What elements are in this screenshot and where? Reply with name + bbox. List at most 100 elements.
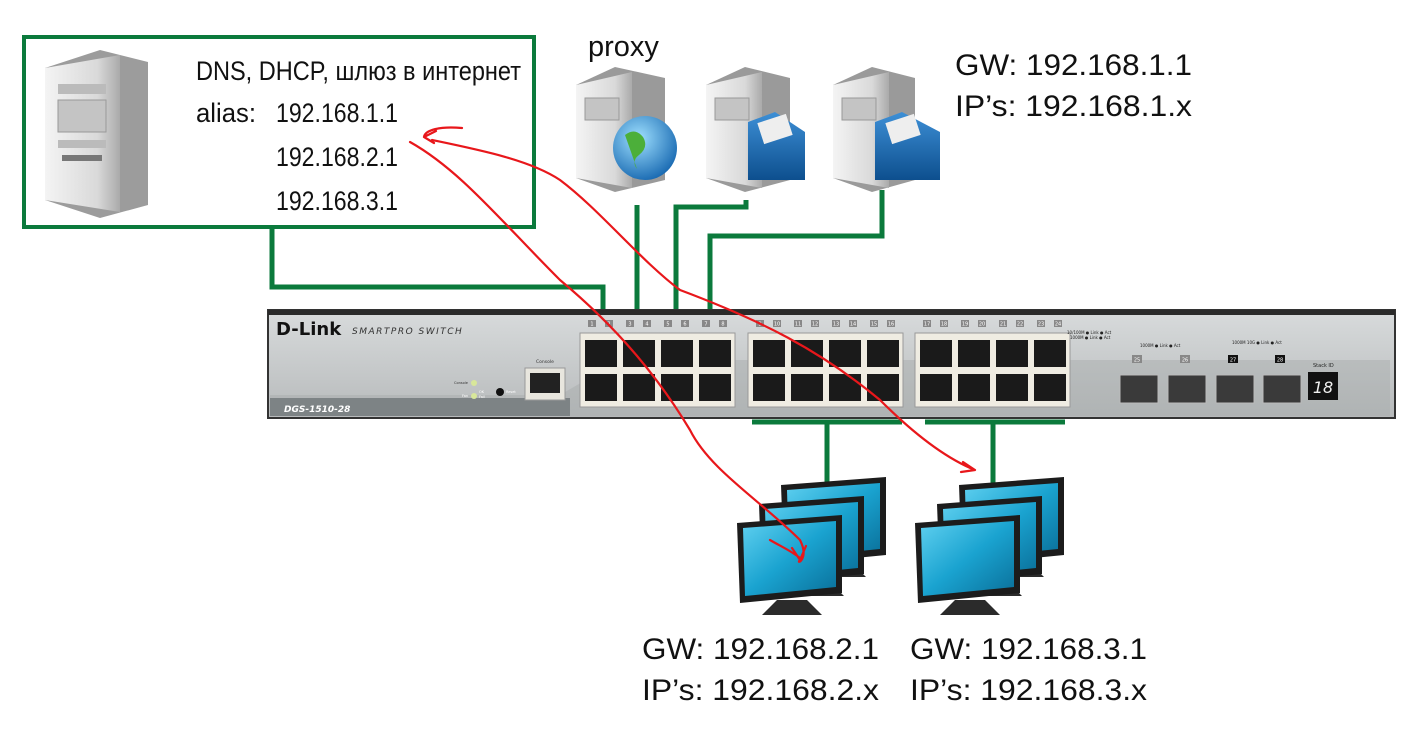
ok-label: OK (479, 390, 485, 394)
server-folder-icon (833, 67, 940, 192)
port-number-badge (849, 320, 857, 327)
server-tower-icon (45, 50, 148, 218)
sfp-number-badge (1228, 355, 1238, 363)
gateway-server-box: DNS, DHCP, шлюз в интернет alias: 192.16… (22, 35, 536, 229)
arrow-route-subnet2 (408, 140, 808, 563)
ethernet-port-5[interactable] (661, 340, 693, 367)
port-number-badge (940, 320, 948, 327)
ethernet-port-22[interactable] (996, 374, 1028, 401)
ethernet-port-11[interactable] (791, 340, 823, 367)
link-server2-switch (673, 200, 749, 348)
port-number-badge (664, 320, 672, 327)
port-number: 18 (941, 322, 947, 328)
sfp-port-26[interactable] (1167, 374, 1207, 404)
subnet2-computers (737, 477, 886, 615)
fail-label: Fail (479, 395, 485, 399)
ethernet-port-24[interactable] (1034, 374, 1066, 401)
port-number-badge (923, 320, 931, 327)
stack-id-display (1308, 372, 1338, 400)
ethernet-port-4[interactable] (623, 374, 655, 401)
ethernet-port-23[interactable] (1034, 340, 1066, 367)
console-port-label: Console (536, 359, 554, 365)
port-number-badge (605, 320, 613, 327)
port-number-badge (870, 320, 878, 327)
ethernet-port-14[interactable] (829, 374, 861, 401)
monitor-icon (737, 515, 842, 615)
port-legend-1: 10/100M ● Link ● Act (1067, 330, 1112, 335)
monitor-icon (915, 515, 1020, 615)
switch-series: SmartPro Switch (352, 327, 463, 337)
subnet2-gw: GW: 192.168.2.1 (642, 633, 879, 666)
arrow-route-subnet3 (430, 138, 977, 474)
port-number: 7 (704, 322, 707, 328)
server-globe-icon (576, 67, 677, 192)
port-number: 5 (666, 322, 669, 328)
switch: D-Link SmartPro Switch DGS-1510-28 Conso… (267, 309, 1396, 419)
ethernet-port-1[interactable] (585, 340, 617, 367)
port-number: 6 (683, 322, 686, 328)
ethernet-port-20[interactable] (958, 374, 990, 401)
port-number: 10 (774, 322, 780, 328)
port-number-badge (719, 320, 727, 327)
ethernet-port-15[interactable] (867, 340, 899, 367)
ethernet-port-21[interactable] (996, 340, 1028, 367)
subnet3-ips: IP’s: 192.168.3.x (910, 674, 1147, 707)
port-number: 11 (795, 322, 801, 328)
ethernet-port-18[interactable] (920, 374, 952, 401)
port-number-badge (1054, 320, 1062, 327)
sfp-port-27[interactable] (1215, 374, 1255, 404)
port-number-badge (887, 320, 895, 327)
port-number-badge (832, 320, 840, 327)
port-legend-2: 1000M ● Link ● Act (1070, 335, 1111, 340)
sfp-number-badge (1180, 355, 1190, 363)
alias-ip-3: 192.168.3.1 (276, 186, 398, 216)
subnet1-gw: GW: 192.168.1.1 (955, 49, 1192, 82)
port-number: 14 (850, 322, 856, 328)
sfp-number-badge (1275, 355, 1285, 363)
sfp-port-28[interactable] (1262, 374, 1302, 404)
stack-id-value: 18 (1313, 378, 1333, 397)
ethernet-port-17[interactable] (920, 340, 952, 367)
port-number-badge (588, 320, 596, 327)
sfp-number: 27 (1230, 358, 1236, 364)
ethernet-port-2[interactable] (585, 374, 617, 401)
port-number-badge (1016, 320, 1024, 327)
alias-ip-2: 192.168.2.1 (276, 142, 398, 172)
subnet1-ips: IP’s: 192.168.1.x (955, 90, 1192, 123)
gateway-box-border (22, 35, 536, 229)
ethernet-port-10[interactable] (753, 374, 785, 401)
red-routing-arrows (408, 126, 977, 563)
ethernet-port-19[interactable] (958, 340, 990, 367)
sfp-number: 25 (1134, 358, 1140, 364)
sfp-port-25[interactable] (1119, 374, 1159, 404)
reset-label: Reset (506, 390, 516, 394)
sfp-legend-1: 1000M ● Link ● Act (1140, 343, 1181, 348)
console-led (471, 380, 477, 386)
port-number: 23 (1038, 322, 1044, 328)
switch-model: DGS-1510-28 (284, 405, 350, 415)
reset-button[interactable] (496, 388, 504, 396)
port-number: 12 (812, 322, 818, 328)
port-number: 13 (833, 322, 839, 328)
ethernet-port-13[interactable] (829, 340, 861, 367)
switch-brand-logo: D-Link (276, 319, 342, 340)
server-folder-icon (706, 67, 805, 192)
ethernet-port-9[interactable] (753, 340, 785, 367)
link-server3-switch (707, 190, 885, 348)
sfp-number: 26 (1182, 358, 1188, 364)
stack-id-label: Stack ID (1313, 363, 1334, 369)
port-number-badge (773, 320, 781, 327)
console-led-label: Console (454, 381, 468, 385)
port-number-badge (978, 320, 986, 327)
ethernet-port-16[interactable] (867, 374, 899, 401)
port-number: 16 (888, 322, 894, 328)
subnet3-computers (915, 477, 1064, 615)
port-number: 1 (590, 322, 593, 328)
ethernet-port-6[interactable] (661, 374, 693, 401)
port-number: 3 (628, 322, 631, 328)
port-number-badge (643, 320, 651, 327)
ethernet-port-7[interactable] (699, 340, 731, 367)
ethernet-port-12[interactable] (791, 374, 823, 401)
ethernet-port-8[interactable] (699, 374, 731, 401)
